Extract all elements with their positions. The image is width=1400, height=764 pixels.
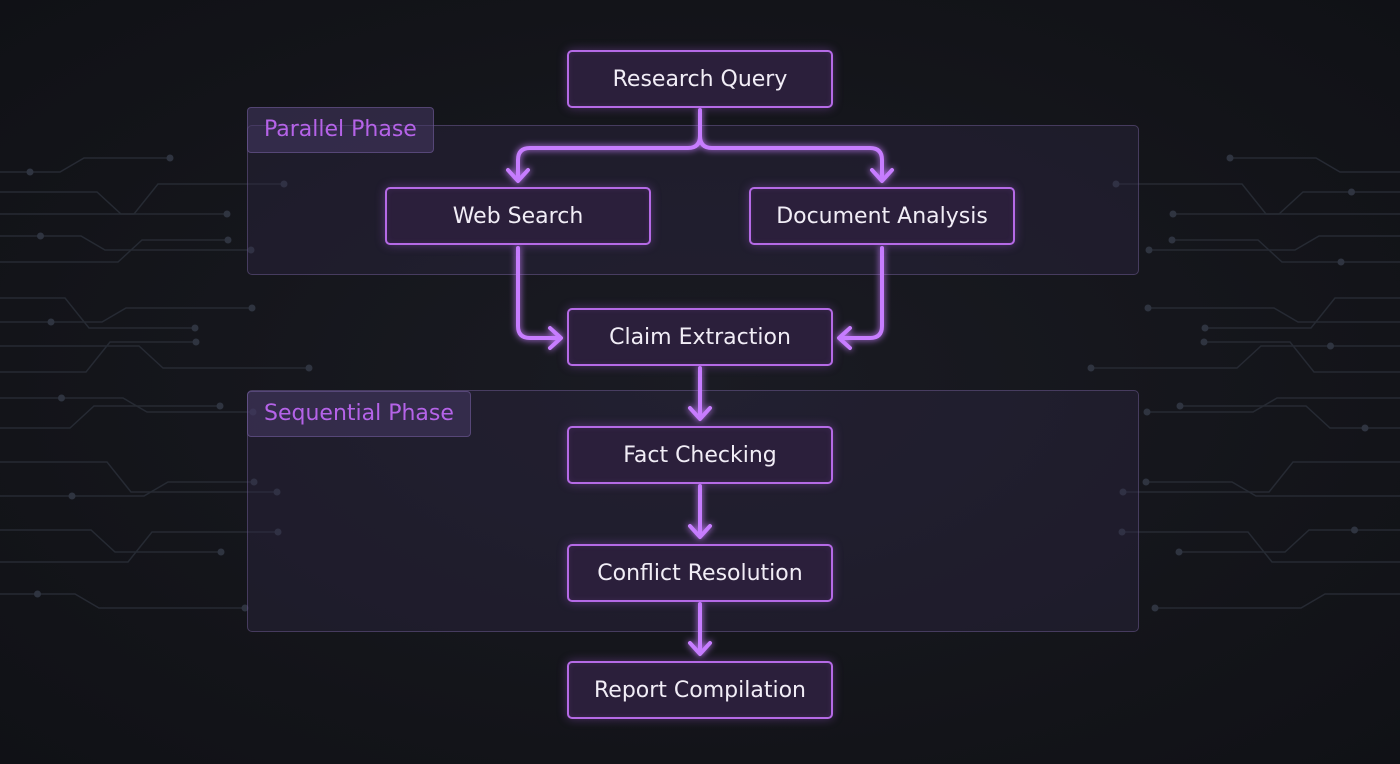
node-research-query[interactable]: Research Query	[567, 50, 833, 108]
sequential-phase-label: Sequential Phase	[247, 391, 471, 437]
circuit-node	[1118, 528, 1126, 536]
circuit-node	[47, 318, 55, 326]
circuit-node	[1145, 246, 1153, 254]
arrow-document-to-claim	[838, 246, 884, 340]
circuit-trace	[1230, 157, 1400, 173]
circuit-trace	[0, 531, 278, 563]
parallel-phase-label: Parallel Phase	[247, 107, 434, 153]
circuit-node	[166, 154, 174, 162]
circuit-node	[1226, 154, 1234, 162]
circuit-trace	[0, 405, 220, 429]
circuit-node	[34, 590, 41, 598]
circuit-node	[1361, 424, 1369, 432]
circuit-node	[191, 324, 199, 332]
circuit-node	[241, 604, 249, 612]
circuit-trace	[0, 341, 196, 373]
circuit-node	[1169, 210, 1177, 218]
circuit-trace	[1122, 531, 1400, 563]
circuit-trace	[0, 345, 309, 369]
circuit-node	[1201, 324, 1209, 332]
circuit-trace	[1204, 341, 1400, 373]
circuit-node	[1327, 342, 1334, 350]
circuit-trace	[0, 239, 228, 263]
circuit-trace	[1146, 481, 1400, 497]
circuit-node	[1087, 364, 1095, 372]
circuit-trace	[0, 461, 277, 493]
arrow-query-to-web-search	[516, 108, 702, 182]
circuit-node	[274, 528, 282, 536]
circuit-trace	[1123, 461, 1400, 493]
circuit-node	[37, 232, 44, 240]
node-report-compilation[interactable]: Report Compilation	[567, 661, 833, 719]
circuit-node	[217, 548, 225, 556]
circuit-node	[1200, 338, 1208, 346]
circuit-node	[216, 402, 224, 410]
circuit-node	[1143, 408, 1151, 416]
circuit-trace	[1147, 397, 1400, 413]
circuit-trace	[1149, 235, 1400, 251]
node-web-search[interactable]: Web Search	[385, 187, 651, 245]
arrow-web-search-to-claim	[516, 246, 562, 340]
circuit-node	[280, 180, 288, 188]
circuit-node	[247, 246, 255, 254]
circuit-node	[58, 394, 65, 402]
circuit-node	[250, 478, 258, 486]
circuit-node	[1351, 526, 1358, 534]
arrow-head-claim-right	[837, 326, 852, 350]
node-conflict-resolution[interactable]: Conflict Resolution	[567, 544, 833, 602]
circuit-node	[1151, 604, 1159, 612]
arrow-query-to-document-analysis	[698, 134, 884, 182]
node-document-analysis[interactable]: Document Analysis	[749, 187, 1015, 245]
arrow-head-conflict	[688, 524, 712, 539]
node-fact-checking[interactable]: Fact Checking	[567, 426, 833, 484]
circuit-node	[305, 364, 313, 372]
arrow-head-claim-left	[548, 326, 563, 350]
circuit-trace	[1116, 183, 1400, 215]
arrow-head-document-analysis	[870, 168, 894, 183]
circuit-node	[1175, 548, 1183, 556]
circuit-node	[192, 338, 200, 346]
circuit-trace	[1155, 593, 1400, 609]
arrow-head-web-search	[506, 168, 530, 183]
circuit-trace	[1205, 297, 1400, 329]
circuit-trace	[0, 183, 284, 215]
arrow-head-fact-checking	[688, 406, 712, 421]
circuit-node	[1337, 258, 1345, 266]
circuit-trace	[0, 529, 221, 553]
circuit-node	[1142, 478, 1150, 486]
circuit-node	[1348, 188, 1355, 196]
circuit-trace	[0, 297, 195, 329]
node-claim-extraction[interactable]: Claim Extraction	[567, 308, 833, 366]
arrow-head-report	[688, 641, 712, 656]
circuit-node	[26, 168, 34, 176]
circuit-trace	[1148, 307, 1400, 323]
circuit-node	[1176, 402, 1184, 410]
circuit-node	[1119, 488, 1127, 496]
circuit-node	[248, 304, 256, 312]
circuit-node	[273, 488, 281, 496]
circuit-node	[1168, 236, 1176, 244]
circuit-node	[1112, 180, 1120, 188]
circuit-trace	[0, 191, 227, 215]
circuit-node	[1144, 304, 1152, 312]
circuit-node	[68, 492, 76, 500]
circuit-node	[224, 236, 232, 244]
circuit-node	[223, 210, 231, 218]
